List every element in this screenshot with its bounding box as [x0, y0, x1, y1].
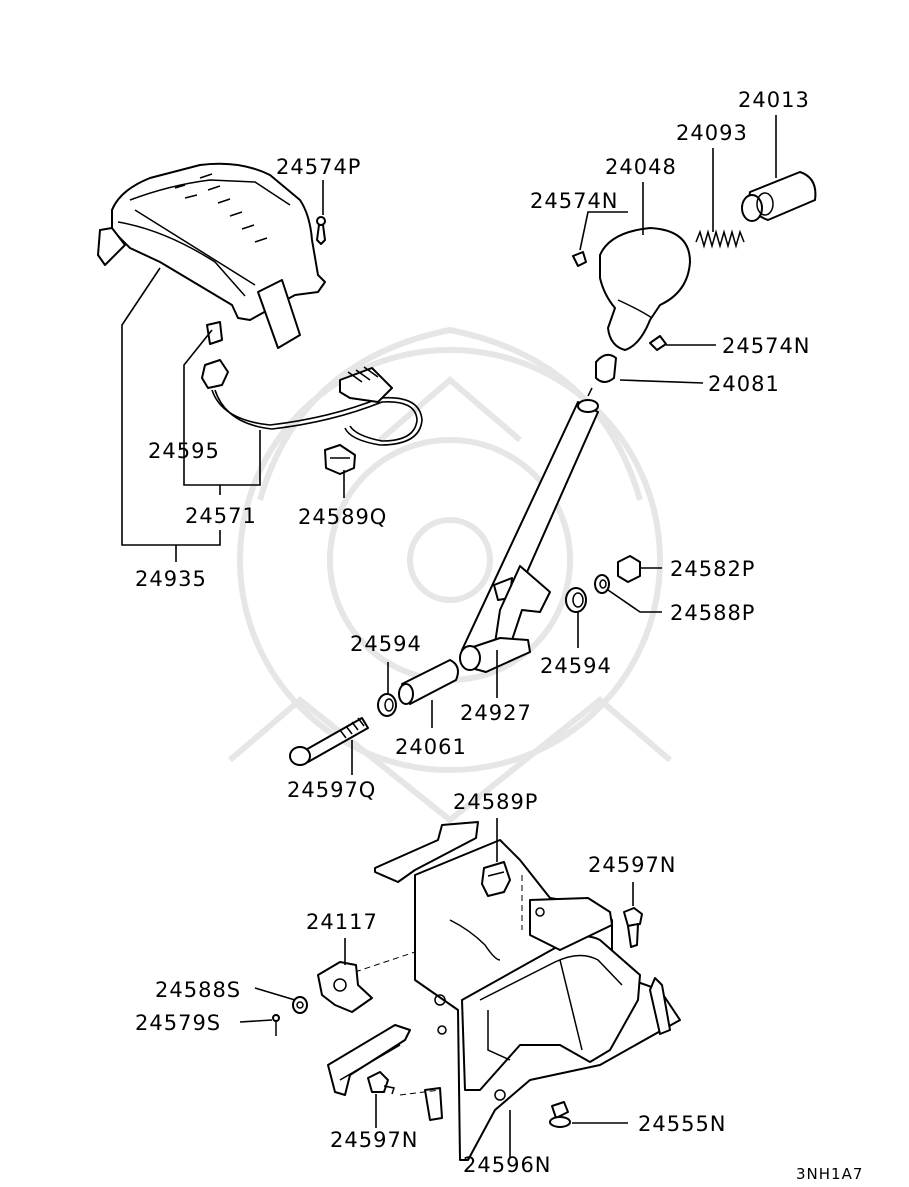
label-24048: 24048	[605, 155, 677, 179]
label-24595: 24595	[148, 439, 220, 463]
nut-24582P[interactable]	[617, 555, 641, 583]
label-24588P: 24588P	[670, 601, 755, 625]
washer-24588S[interactable]	[292, 996, 308, 1014]
label-24597Q: 24597Q	[287, 778, 376, 802]
bolt-24597N-left[interactable]	[367, 1071, 395, 1095]
label-24081: 24081	[708, 372, 780, 396]
pin-24579S[interactable]	[272, 1014, 280, 1036]
collar-24594-left[interactable]	[377, 693, 397, 717]
clip-24589Q[interactable]	[324, 444, 356, 475]
label-24555N: 24555N	[638, 1112, 727, 1136]
diagram-code: 3NH1A7	[796, 1165, 863, 1183]
screw-24574N-top[interactable]	[572, 251, 587, 267]
label-24582P: 24582P	[670, 557, 755, 581]
label-24117: 24117	[306, 910, 378, 934]
lever-bracket-base[interactable]	[327, 821, 681, 1161]
label-24597N-left: 24597N	[330, 1128, 419, 1152]
knob-screw-24555N[interactable]	[549, 1101, 571, 1128]
label-24594-right: 24594	[540, 654, 612, 678]
bulb-socket[interactable]	[201, 321, 229, 389]
bushing-24081[interactable]	[595, 353, 617, 383]
label-24579S: 24579S	[135, 1011, 221, 1035]
bolt-24597N-right[interactable]	[623, 907, 643, 948]
label-24574N-side: 24574N	[722, 334, 811, 358]
spring-24093[interactable]	[695, 229, 745, 249]
clip-24589P[interactable]	[481, 861, 511, 897]
label-24571: 24571	[185, 504, 257, 528]
label-24594-top: 24594	[350, 632, 422, 656]
indicator-cover[interactable]	[97, 162, 326, 349]
label-24927: 24927	[460, 701, 532, 725]
bolt-24597Q[interactable]	[289, 717, 369, 766]
screw-24574P[interactable]	[316, 216, 326, 245]
label-24597N-right: 24597N	[588, 853, 677, 877]
label-24093: 24093	[676, 121, 748, 145]
shift-knob[interactable]	[599, 227, 691, 351]
screw-24574N-side[interactable]	[649, 335, 667, 351]
label-24574N-top: 24574N	[530, 189, 619, 213]
label-24935: 24935	[135, 567, 207, 591]
wiring-harness[interactable]	[211, 366, 423, 446]
label-24061: 24061	[395, 735, 467, 759]
push-button-24013[interactable]	[741, 171, 817, 222]
label-24596N: 24596N	[463, 1153, 552, 1177]
collar-24594-right[interactable]	[565, 587, 587, 613]
label-24588S: 24588S	[155, 978, 241, 1002]
washer-24588P[interactable]	[594, 574, 610, 594]
leader-lines	[121, 115, 777, 1158]
label-24589Q: 24589Q	[298, 505, 387, 529]
label-24013: 24013	[738, 88, 810, 112]
shift-lever[interactable]	[459, 387, 599, 673]
label-24574P: 24574P	[276, 155, 361, 179]
lock-cam-24117[interactable]	[317, 961, 373, 1013]
sleeve-24061[interactable]	[398, 659, 459, 705]
callout-labels: 24013 24093 24048 24574N 24574N 24081 24…	[135, 88, 863, 1183]
label-24589P: 24589P	[453, 790, 538, 814]
